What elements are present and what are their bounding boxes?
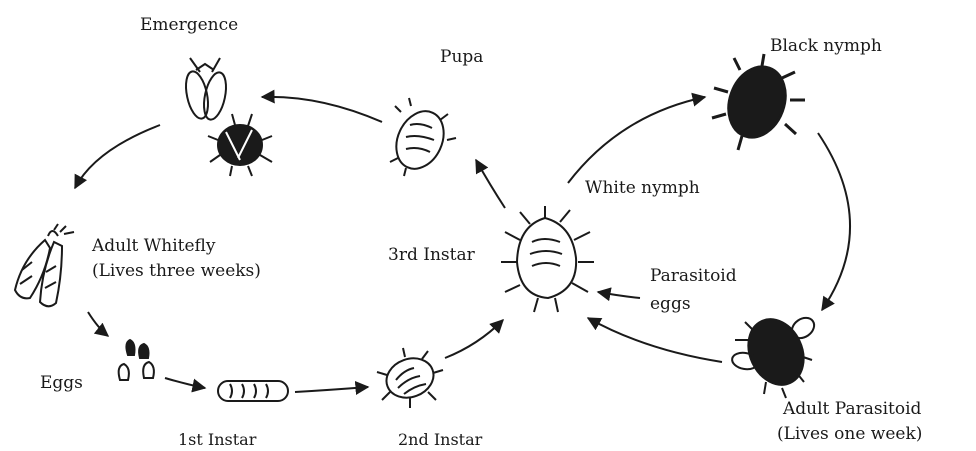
arrow-eggs-to-1st-instar <box>165 378 205 388</box>
label-pupa: Pupa <box>440 47 483 67</box>
3rd-instar-illustration <box>501 206 594 312</box>
arrow-3rd-instar-to-pupa <box>476 160 505 208</box>
adult-parasitoid-illustration <box>731 310 818 398</box>
arrow-parasitoid-eggs <box>598 292 640 298</box>
label-2nd-instar: 2nd Instar <box>398 430 482 450</box>
arrow-white-to-black-nymph <box>568 97 705 183</box>
emergence-illustration <box>182 58 272 176</box>
label-adult-parasitoid: Adult Parasitoid <box>783 399 921 419</box>
arrow-2nd-to-3rd-instar <box>445 320 503 358</box>
label-eggs: Eggs <box>40 373 83 393</box>
2nd-instar-illustration <box>377 348 443 408</box>
adult-whitefly-illustration <box>15 224 74 306</box>
label-emergence: Emergence <box>140 15 238 35</box>
arrow-emergence-to-adult <box>75 125 160 188</box>
label-black-nymph: Black nymph <box>770 36 882 56</box>
label-parasitoid-eggs-line1: Parasitoid <box>650 266 737 286</box>
1st-instar-illustration <box>218 381 288 401</box>
pupa-illustration <box>387 98 456 176</box>
label-1st-instar: 1st Instar <box>178 430 256 450</box>
label-3rd-instar: 3rd Instar <box>388 245 475 265</box>
arrow-adult-to-eggs <box>88 312 108 336</box>
arrow-pupa-to-emergence <box>262 97 382 122</box>
arrow-black-nymph-to-adult-parasitoid <box>818 133 850 310</box>
arrow-1st-to-2nd-instar <box>295 387 368 392</box>
label-adult-whitefly: Adult Whitefly <box>92 236 215 256</box>
eggs-illustration <box>119 340 154 380</box>
label-adult-parasitoid-lifespan: (Lives one week) <box>777 424 922 444</box>
arrow-adult-parasitoid-to-white-nymph <box>588 318 722 362</box>
label-parasitoid-eggs-line2: eggs <box>650 294 691 314</box>
label-white-nymph: White nymph <box>585 178 700 198</box>
label-adult-whitefly-lifespan: (Lives three weeks) <box>92 261 261 281</box>
black-nymph-illustration <box>712 54 805 150</box>
